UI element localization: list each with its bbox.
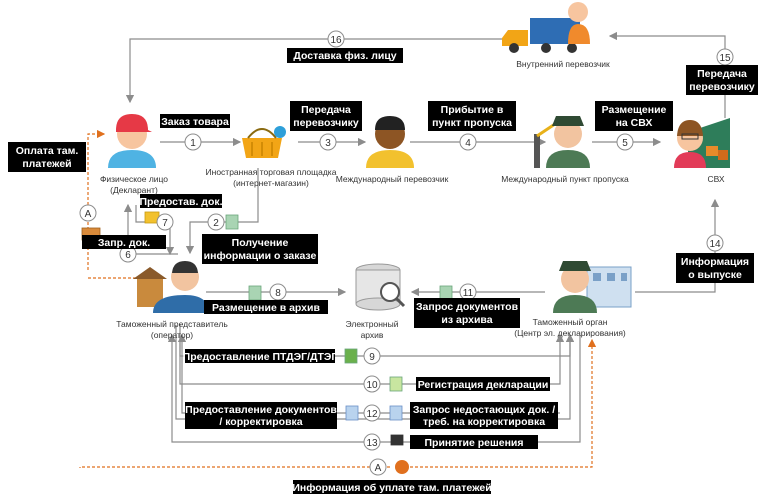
step-6: 6 — [125, 250, 131, 261]
doc-icon — [248, 285, 262, 301]
step-1: 1 — [190, 138, 196, 149]
label-boxes — [8, 48, 758, 494]
intl-carrier-figure — [366, 116, 414, 168]
step-12: 12 — [366, 409, 378, 420]
doc-icon — [389, 405, 403, 421]
label-archive-place: Размещение в архив — [212, 302, 320, 314]
label-texts: Заказ товара Передача перевозчику Прибыт… — [16, 50, 755, 494]
step-11: 11 — [463, 288, 474, 299]
label-order-info-l2: информации о заказе — [204, 250, 317, 262]
step-9: 9 — [369, 352, 375, 363]
label-release-info-l2: о выпуске — [688, 269, 742, 281]
marker-a-bottom: A — [375, 463, 382, 474]
caption-individual-l2: (Декларант) — [110, 185, 158, 195]
label-order-goods: Заказ товара — [161, 116, 229, 128]
database-icon — [355, 263, 406, 311]
label-placement-l1: Размещение — [602, 104, 667, 116]
label-provide-docs-corr-l2: / корректировка — [219, 416, 302, 428]
label-provide-docs-corr-l1: Предоставление документов — [185, 404, 337, 416]
payment-path-left — [87, 129, 106, 270]
label-delivery: Доставка физ. лицу — [293, 50, 396, 62]
caption-checkpoint: Международный пункт пропуска — [501, 174, 629, 184]
label-payment-info: Информация об уплате там. платежей — [292, 482, 491, 494]
step-15: 15 — [719, 53, 731, 64]
caption-archive-l2: архив — [361, 330, 384, 340]
step-14: 14 — [709, 239, 721, 250]
caption-representative-l2: (оператор) — [151, 330, 193, 340]
label-ptdeg: Предоставление ПТДЭГ/ДТЭГ — [183, 351, 338, 363]
caption-svh: СВХ — [707, 174, 724, 184]
doc-icon — [344, 348, 358, 364]
doc-icon — [389, 376, 403, 392]
caption-representative-l1: Таможенный представитель — [116, 319, 228, 329]
label-transfer-carrier-b-l1: Передача — [697, 68, 747, 80]
label-request-docs: Запр. док. — [98, 237, 150, 249]
step-circles — [79, 30, 734, 476]
svh-figure — [674, 118, 730, 168]
label-transfer-carrier-l1: Передача — [301, 104, 351, 116]
caption-individual-l1: Физическое лицо — [100, 174, 168, 184]
caption-customs-l1: Таможенный орган — [533, 317, 608, 327]
caption-archive-l1: Электронный — [346, 319, 399, 329]
caption-customs-l2: (Центр эл. декларирования) — [514, 328, 626, 338]
label-request-missing-l2: треб. на корректировка — [423, 416, 545, 428]
step-2: 2 — [213, 218, 219, 229]
arrow-12-left — [177, 333, 560, 414]
marker-a-top: A — [85, 209, 92, 220]
basket-icon — [242, 126, 286, 158]
step-13: 13 — [366, 438, 378, 449]
checkpoint-figure — [534, 116, 590, 168]
label-arrival-l1: Прибытие в — [441, 104, 504, 116]
step-3: 3 — [325, 138, 331, 149]
individual-figure — [108, 114, 156, 168]
label-order-info-l1: Получение — [232, 237, 289, 249]
step-10: 10 — [366, 380, 378, 391]
payment-path-bottom — [79, 466, 390, 468]
label-archive-request-l2: из архива — [441, 314, 492, 326]
caption-domestic-carrier: Внутренний перевозчик — [516, 59, 610, 69]
label-archive-request-l1: Запрос документов — [416, 301, 519, 313]
label-payment-l1: Оплата там. — [16, 145, 79, 157]
customs-figure — [553, 261, 632, 313]
label-transfer-carrier-l2: перевозчику — [293, 117, 359, 129]
doc-icon — [225, 214, 239, 230]
representative-figure — [133, 261, 209, 313]
label-provide-docs: Предостав. док. — [139, 196, 222, 208]
step-8: 8 — [275, 288, 281, 299]
label-placement-l2: на СВХ — [616, 117, 653, 129]
label-registration: Регистрация декларации — [418, 379, 549, 391]
arrow-14 — [635, 198, 720, 293]
step-numbers: 1 2 3 4 5 6 7 8 9 10 11 12 13 14 15 16 A… — [85, 35, 731, 474]
doc-icon — [345, 405, 359, 421]
euro-coin-icon — [395, 460, 409, 474]
caption-marketplace-l2: (интернет-магазин) — [233, 178, 309, 188]
step-5: 5 — [622, 138, 628, 149]
truck-icon — [502, 2, 590, 53]
step-16: 16 — [330, 35, 342, 46]
step-7: 7 — [162, 218, 168, 229]
doc-icon — [439, 285, 453, 301]
label-arrival-l2: пункт пропуска — [432, 117, 512, 129]
caption-intl-carrier: Международный перевозчик — [336, 174, 449, 184]
label-decision: Принятие решения — [424, 437, 523, 449]
caption-marketplace-l1: Иностранная торговая площадка — [206, 167, 337, 177]
label-payment-l2: платежей — [22, 158, 71, 170]
arrow-16 — [125, 38, 510, 104]
step-4: 4 — [465, 138, 471, 149]
label-release-info-l1: Информация — [681, 256, 749, 268]
flag-icon — [390, 434, 404, 446]
label-request-missing-l1: Запрос недостающих док. / — [413, 404, 555, 416]
captions: Физическое лицо (Декларант) Иностранная … — [100, 59, 725, 340]
label-transfer-carrier-b-l2: перевозчику — [689, 81, 755, 93]
